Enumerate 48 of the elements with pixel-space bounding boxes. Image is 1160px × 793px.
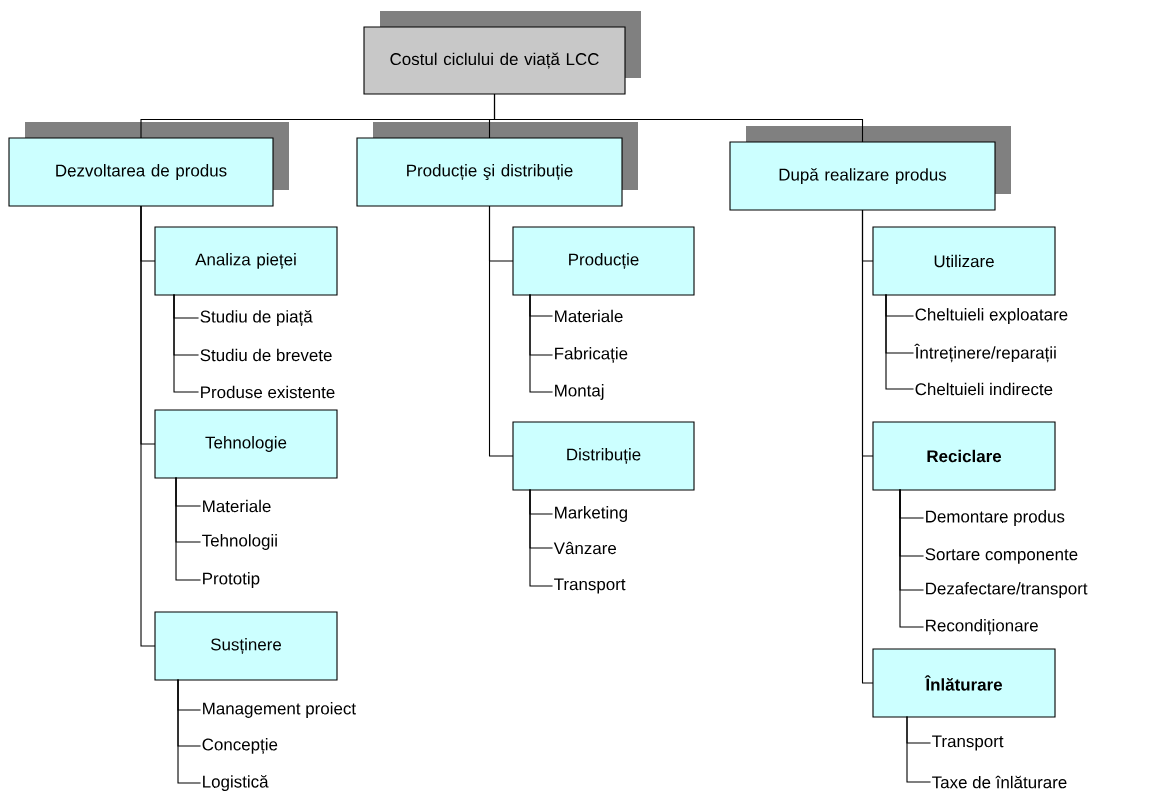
item-label: Sortare componente bbox=[925, 548, 1078, 564]
subcategory-box: Tehnologie bbox=[154, 409, 338, 479]
item-label: Concepție bbox=[202, 738, 278, 754]
item-label: Tehnologii bbox=[202, 534, 277, 550]
item-label: Marketing bbox=[555, 506, 627, 522]
item-label: Întreținere/reparații bbox=[914, 343, 1056, 363]
item-label: Dezafectare/transport bbox=[926, 582, 1088, 598]
connector bbox=[493, 94, 864, 142]
category-box: Dezvoltarea de produs bbox=[8, 122, 289, 207]
item-label: Materiale bbox=[203, 499, 271, 513]
item-label: Vânzare bbox=[553, 541, 617, 555]
item-label: Fabricație bbox=[555, 347, 628, 363]
connector bbox=[140, 206, 155, 647]
item-label: Transport bbox=[932, 735, 1004, 751]
item-label: Materiale bbox=[555, 309, 623, 323]
connector bbox=[899, 489, 924, 628]
item-label: Produse existente bbox=[201, 385, 335, 399]
connector bbox=[906, 716, 931, 783]
connector bbox=[885, 294, 914, 390]
subcategory-box: Susținere bbox=[154, 611, 338, 681]
title-box: Costul ciclului de viață LCC bbox=[363, 11, 641, 95]
subcategory-box: Reciclare bbox=[872, 421, 1056, 491]
item-label: Montaj bbox=[555, 384, 604, 400]
subcategory-box: Analiza pieței bbox=[154, 226, 338, 296]
subcategory-box: Producție bbox=[512, 226, 695, 296]
connector bbox=[529, 489, 553, 587]
item-label: Demontare produs bbox=[926, 510, 1065, 526]
item-label: Prototip bbox=[203, 572, 260, 588]
connector bbox=[177, 679, 201, 784]
connector bbox=[861, 210, 873, 684]
item-label: Transport bbox=[554, 578, 626, 594]
item-label: Cheltuieli indirecte bbox=[915, 382, 1053, 396]
connector bbox=[173, 294, 199, 393]
item-label: Taxe de înlăturare bbox=[932, 775, 1067, 789]
connector bbox=[488, 206, 513, 457]
item-label: Studiu de piață bbox=[200, 309, 313, 327]
item-label: Recondiționare bbox=[926, 619, 1038, 635]
item-label: Cheltuieli exploatare bbox=[915, 308, 1068, 324]
category-box: Producție şi distribuție bbox=[356, 122, 638, 207]
subcategory-box: Utilizare bbox=[872, 226, 1056, 296]
connector bbox=[529, 294, 553, 393]
connector bbox=[175, 477, 201, 581]
item-label: Studiu de brevete bbox=[200, 348, 332, 362]
subcategory-box: Distribuție bbox=[512, 421, 695, 491]
category-box: După realizare produs bbox=[729, 126, 1011, 211]
subcategory-box: Înlăturare bbox=[872, 648, 1056, 718]
item-label: Logistică bbox=[203, 775, 269, 791]
item-label: Management proiect bbox=[203, 702, 356, 718]
